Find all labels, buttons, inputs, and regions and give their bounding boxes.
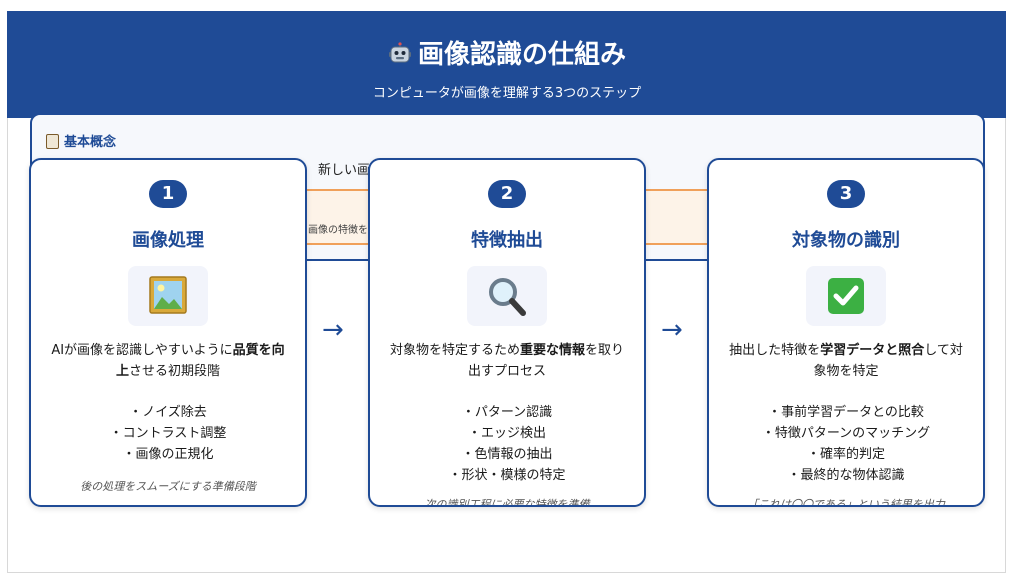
- step-number-badge: 3: [827, 180, 865, 208]
- step-note: 「これは〇〇である」という結果を出力: [747, 498, 945, 507]
- page-title: 画像認識の仕組み: [0, 34, 1014, 71]
- list-item: 色情報の抽出: [370, 444, 644, 465]
- desc-text: 抽出した特徴を: [729, 343, 821, 358]
- desc-emphasis: 学習データと照合: [820, 343, 925, 358]
- desc-text: 対象物を特定するため: [389, 343, 520, 358]
- list-item: 画像の正規化: [31, 444, 305, 465]
- step-title: 対象物の識別: [792, 230, 900, 251]
- list-item: 最終的な物体認識: [709, 465, 983, 486]
- list-item: 特徴パターンのマッチング: [709, 423, 983, 444]
- step-title: 特徴抽出: [471, 230, 543, 251]
- step-item-list: 事前学習データとの比較 特徴パターンのマッチング 確率的判定 最終的な物体認識: [709, 402, 983, 486]
- list-item: 形状・模様の特定: [370, 465, 644, 486]
- step-number-badge: 1: [149, 180, 187, 208]
- step-card-1: 1 画像処理 AIが画像を認識しやすいように品質を向上させる初期段階 ノイズ除去…: [29, 158, 307, 507]
- framed-picture-icon: [149, 276, 187, 314]
- header-banner: [7, 11, 1006, 118]
- step-card-3: 3 対象物の識別 抽出した特徴を学習データと照合して対象物を特定 事前学習データ…: [707, 158, 985, 507]
- step-description: 対象物を特定するため重要な情報を取り出すプロセス: [384, 340, 630, 382]
- list-item: コントラスト調整: [31, 423, 305, 444]
- desc-text: して対象物を特定: [813, 343, 963, 379]
- step-card-2: 2 特徴抽出 対象物を特定するため重要な情報を取り出すプロセス パターン認識 エ…: [368, 158, 646, 507]
- concept-text: 新しい画: [318, 163, 371, 178]
- desc-text: させる初期段階: [129, 364, 221, 379]
- step-item-list: ノイズ除去 コントラスト調整 画像の正規化: [31, 402, 305, 465]
- arrow-icon: →: [322, 315, 344, 345]
- step-icon-box: [128, 266, 208, 326]
- list-item: エッジ検出: [370, 423, 644, 444]
- step-note: 次の識別工程に必要な特徴を準備: [424, 498, 590, 507]
- step-number-badge: 2: [488, 180, 526, 208]
- step-item-list: パターン認識 エッジ検出 色情報の抽出 形状・模様の特定: [370, 402, 644, 486]
- robot-icon: [388, 41, 412, 71]
- step-title: 画像処理: [132, 230, 204, 251]
- page-title-text: 画像認識の仕組み: [417, 40, 626, 70]
- list-item: 事前学習データとの比較: [709, 402, 983, 423]
- step-description: 抽出した特徴を学習データと照合して対象物を特定: [723, 340, 969, 382]
- check-mark-icon: [828, 278, 864, 314]
- step-icon-box: [467, 266, 547, 326]
- page-subtitle: コンピュータが画像を理解する3つのステップ: [372, 86, 642, 101]
- list-item: パターン認識: [370, 402, 644, 423]
- desc-text: を取り出すプロセス: [467, 343, 625, 379]
- magnifier-icon: [489, 278, 526, 316]
- list-item: 確率的判定: [709, 444, 983, 465]
- step-description: AIが画像を認識しやすいように品質を向上させる初期段階: [45, 340, 291, 382]
- desc-emphasis: 品質を向上: [115, 343, 285, 379]
- step-icon-box: [806, 266, 886, 326]
- clipboard-icon: [46, 134, 59, 149]
- desc-emphasis: 重要な情報: [519, 343, 585, 358]
- concept-box-text: 画像の特徴を: [308, 225, 368, 236]
- concept-title-text: 基本概念: [64, 135, 117, 150]
- desc-text: AIが画像を認識しやすいように: [51, 343, 233, 358]
- list-item: ノイズ除去: [31, 402, 305, 423]
- concept-title: 基本概念: [46, 131, 116, 150]
- arrow-icon: →: [661, 315, 683, 345]
- step-note: 後の処理をスムーズにする準備段階: [80, 480, 256, 493]
